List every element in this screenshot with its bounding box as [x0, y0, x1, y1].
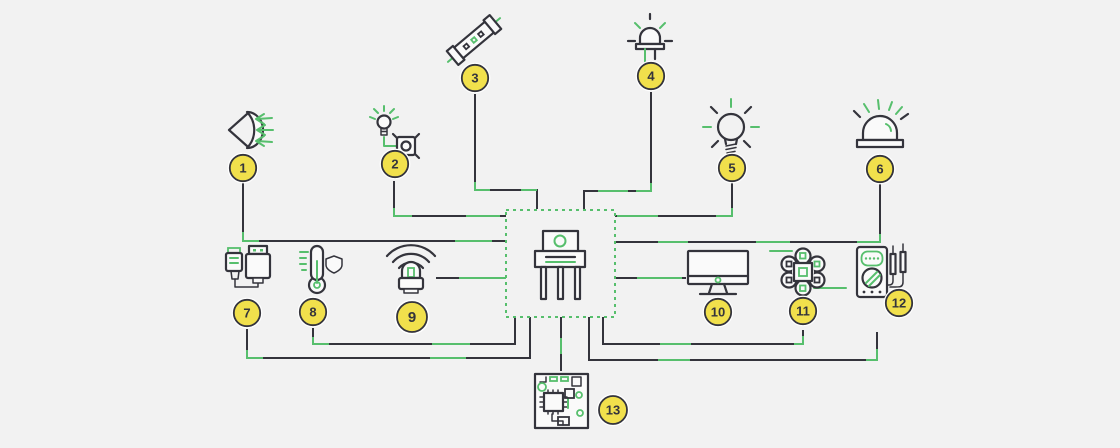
tube-icon: [445, 14, 503, 66]
node-badge-5[interactable]: 5: [716, 152, 748, 184]
node-badge-4[interactable]: 4: [635, 60, 667, 92]
svg-text:3: 3: [471, 71, 478, 86]
svg-text:1: 1: [239, 161, 246, 176]
wire-node-12: [588, 317, 878, 361]
node-badge-3[interactable]: 3: [459, 62, 491, 94]
siren-icon: [852, 99, 910, 149]
node-badge-1[interactable]: 1: [227, 152, 259, 184]
svg-text:5: 5: [728, 161, 735, 176]
node-badge-10[interactable]: 10: [702, 296, 734, 328]
multimeter-icon: [855, 243, 907, 299]
svg-text:8: 8: [309, 305, 316, 320]
wire-node-1: [242, 182, 506, 242]
transistor-hub[interactable]: [505, 209, 616, 318]
node-badge-7[interactable]: 7: [231, 297, 263, 329]
usb-connectors-icon: [224, 244, 272, 288]
node-badge-12[interactable]: 12: [883, 287, 915, 319]
light-bulb-icon: [702, 98, 760, 154]
wire-node-6: [615, 184, 881, 243]
node-badge-2[interactable]: 2: [379, 148, 411, 180]
monitor-icon: [686, 249, 750, 296]
svg-text:7: 7: [243, 306, 250, 321]
svg-text:10: 10: [711, 305, 725, 320]
wire-node-3: [474, 94, 538, 209]
node-badge-11[interactable]: 11: [787, 295, 819, 327]
thermometer-icon: [299, 244, 343, 295]
svg-text:9: 9: [408, 309, 416, 326]
node-badge-6[interactable]: 6: [864, 153, 896, 185]
wire-node-2: [393, 181, 506, 217]
svg-text:2: 2: [391, 157, 398, 172]
hub-dashed-border: [505, 209, 616, 318]
svg-text:13: 13: [606, 403, 620, 418]
wire-node-5: [615, 182, 733, 217]
light-sensor-icon: [227, 110, 274, 150]
wire-node-11: [602, 317, 804, 345]
svg-text:12: 12: [892, 296, 906, 311]
node-badge-13[interactable]: 13: [596, 393, 630, 427]
circuit-board-icon: [533, 372, 590, 430]
node-badge-8[interactable]: 8: [297, 296, 329, 328]
led-icon: [626, 12, 674, 66]
wireless-buzzer-icon: [385, 244, 437, 294]
gear-module-icon: [769, 247, 847, 297]
node-badge-9[interactable]: 9: [394, 299, 430, 335]
wire-node-8: [312, 317, 516, 345]
svg-text:11: 11: [796, 304, 810, 319]
wire-node-7: [246, 317, 531, 359]
svg-text:6: 6: [876, 162, 883, 177]
svg-text:4: 4: [647, 69, 655, 84]
wire-node-4: [583, 92, 652, 209]
transistor-icon: [533, 229, 587, 301]
